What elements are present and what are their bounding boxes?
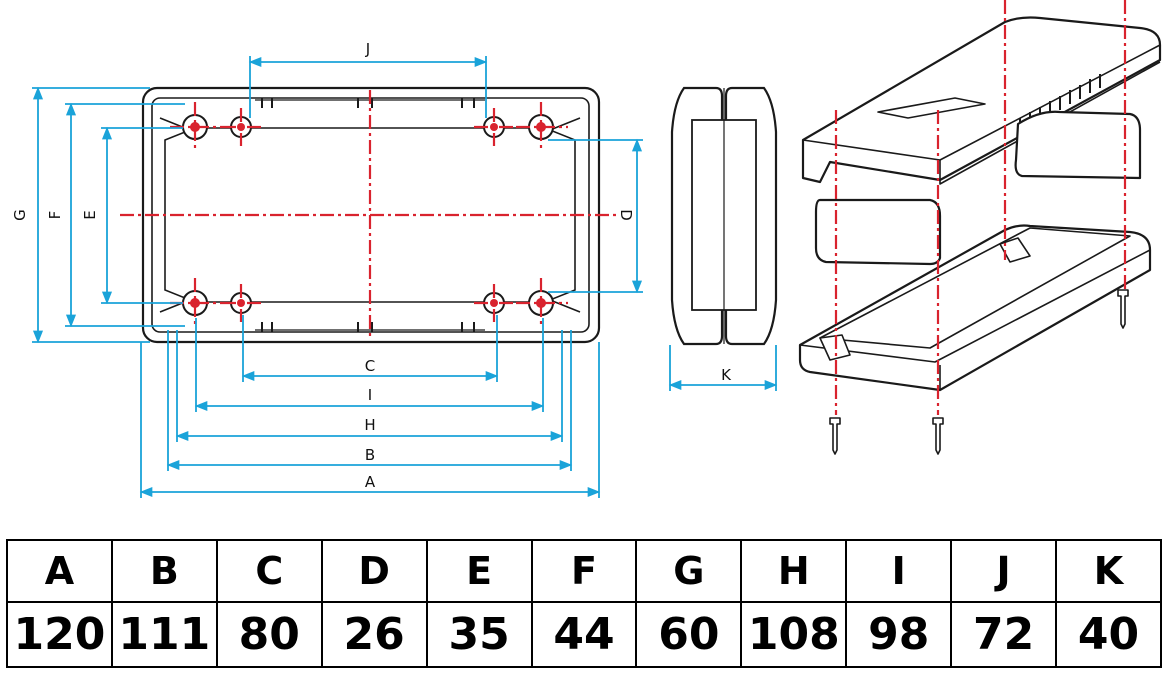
- dim-value: 80: [215, 601, 323, 668]
- dim-value: 60: [635, 601, 743, 668]
- dim-header: E: [425, 539, 533, 603]
- dim-label-c: C: [365, 357, 375, 375]
- dim-label-d: D: [617, 209, 635, 221]
- dim-header: I: [845, 539, 953, 603]
- dim-label-g: G: [11, 209, 29, 221]
- dim-label-e: E: [81, 210, 99, 219]
- dimension-table-header-row: A B C D E F G H I J K: [6, 539, 1162, 603]
- dim-header: C: [215, 539, 323, 603]
- dim-label-f: F: [46, 211, 64, 220]
- dim-label-h: H: [364, 416, 375, 434]
- dim-label-b: B: [365, 446, 375, 464]
- dim-value: 44: [530, 601, 638, 668]
- dimension-table: A B C D E F G H I J K 120 111 80 26 35 4…: [6, 539, 1162, 668]
- dim-header: F: [530, 539, 638, 603]
- dim-header: H: [740, 539, 848, 603]
- dim-header: D: [320, 539, 428, 603]
- dim-header: K: [1055, 539, 1162, 603]
- exploded-axis-lines: [834, 0, 1127, 415]
- dim-header: A: [6, 539, 113, 603]
- dim-value: 98: [845, 601, 953, 668]
- dim-header: J: [950, 539, 1058, 603]
- dim-label-j: J: [365, 40, 370, 58]
- exploded-view: [798, 16, 1162, 455]
- dim-value: 35: [425, 601, 533, 668]
- dim-value: 108: [740, 601, 848, 668]
- dim-value: 120: [6, 601, 113, 668]
- dim-value: 72: [950, 601, 1058, 668]
- dim-value: 26: [320, 601, 428, 668]
- dim-header: G: [635, 539, 743, 603]
- side-view: [670, 86, 778, 346]
- enclosure-drawing: J C I H B A G F E D K: [11, 0, 1162, 498]
- dim-header: B: [110, 539, 218, 603]
- dimension-labels: J C I H B A G F E D K: [11, 40, 732, 491]
- dim-value: 40: [1055, 601, 1162, 668]
- dim-value: 111: [110, 601, 218, 668]
- dim-label-a: A: [365, 473, 376, 491]
- dim-label-k: K: [721, 366, 732, 384]
- dimension-table-value-row: 120 111 80 26 35 44 60 108 98 72 40: [6, 601, 1162, 668]
- dimension-lines: [32, 56, 778, 498]
- dim-label-i: I: [368, 386, 372, 404]
- center-lines: [120, 90, 620, 340]
